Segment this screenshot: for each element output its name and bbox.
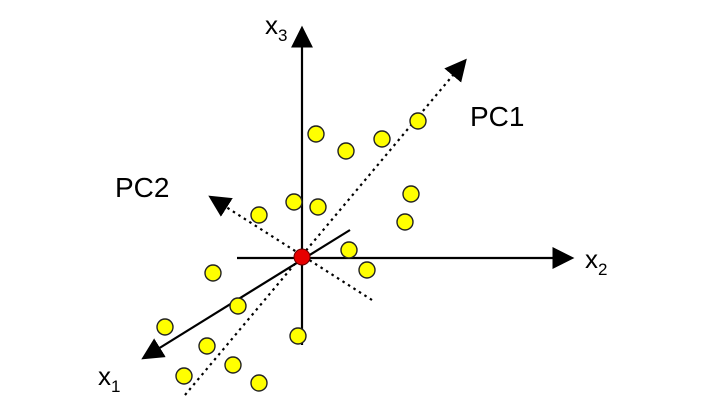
- data-point: [307, 125, 325, 143]
- data-point: [285, 193, 303, 211]
- pc2-axis: [208, 195, 373, 301]
- data-point: [204, 264, 222, 282]
- label-x2: x2: [585, 244, 607, 279]
- center-point: [293, 248, 311, 266]
- data-point: [198, 337, 216, 355]
- pc1-axis: [184, 58, 467, 396]
- data-point: [340, 241, 358, 259]
- label-x1: x1: [98, 361, 120, 396]
- data-point: [289, 327, 307, 345]
- x1-axis: [141, 229, 351, 360]
- data-point: [402, 185, 420, 203]
- data-point: [358, 261, 376, 279]
- data-point: [409, 112, 427, 130]
- data-points: [156, 112, 427, 392]
- label-pc1: PC1: [470, 101, 524, 132]
- data-point: [337, 142, 355, 160]
- data-point: [373, 130, 391, 148]
- data-point: [396, 213, 414, 231]
- label-pc2: PC2: [115, 172, 169, 203]
- data-point: [250, 206, 268, 224]
- label-x3: x3: [265, 10, 287, 45]
- data-point: [229, 297, 247, 315]
- data-point: [156, 318, 174, 336]
- data-point: [175, 367, 193, 385]
- data-point: [309, 198, 327, 216]
- data-point: [224, 356, 242, 374]
- data-point: [250, 374, 268, 392]
